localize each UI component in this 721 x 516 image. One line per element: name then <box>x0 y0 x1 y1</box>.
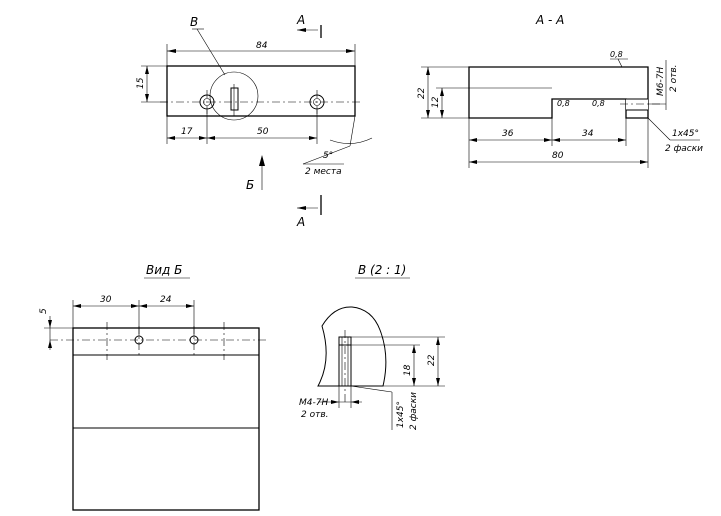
chamfer-note: 2 фаски <box>665 144 703 154</box>
detail-b-circle <box>209 71 259 121</box>
detail-chamfer-label: 1х45° <box>396 401 406 428</box>
dim-30-label: 30 <box>100 295 112 305</box>
section-mark-a-bottom: A <box>296 215 305 229</box>
dim-depth-outer-label: 22 <box>427 354 437 366</box>
roughness-step: 0,8 <box>557 99 570 108</box>
view-b-outline <box>72 327 260 511</box>
dim-depth-inner-label: 18 <box>403 364 413 376</box>
dim-17-label: 17 <box>181 127 193 137</box>
section-mark-a-top: A <box>296 13 305 27</box>
thread-note: 2 отв. <box>669 64 679 92</box>
dim-80-label: 80 <box>552 151 564 161</box>
section-outline <box>468 66 649 119</box>
dim-angle-note: 2 места <box>305 167 342 177</box>
detail-thread-label: М4-7Н <box>299 398 328 408</box>
dim-24-label: 24 <box>160 295 172 305</box>
view-arrow-label: Б <box>246 178 254 192</box>
detail-view-title: В (2 : 1) <box>358 263 406 277</box>
dim-84-label: 84 <box>256 41 268 51</box>
dim-34-label: 34 <box>582 129 594 139</box>
chamfer-label: 1х45° <box>672 129 699 139</box>
detail-outline <box>317 306 387 387</box>
view-b-title: Вид Б <box>146 263 182 277</box>
dim-5-label: 5 <box>39 308 49 314</box>
dim-15-label: 15 <box>136 77 146 89</box>
dim-12-label: 12 <box>431 96 441 108</box>
section-view: А - А 0,8 0,8 0,8 М6-7Н 2 отв. 22 12 <box>417 13 703 168</box>
detail-thread-note: 2 отв. <box>301 410 329 420</box>
thread-label: М6-7Н <box>656 67 666 96</box>
detail-mark-b: B <box>190 15 198 29</box>
section-view-title: А - А <box>535 13 564 27</box>
front-view: B 84 15 17 50 5° 2 места <box>136 13 373 229</box>
detail-chamfer-note: 2 фаски <box>409 392 419 430</box>
dim-50-label: 50 <box>257 127 269 137</box>
dim-angle-label: 5° <box>323 151 333 161</box>
front-view-outline <box>166 65 356 117</box>
detail-view: В (2 : 1) 22 18 М4-7Н 2 отв. 1х45° 2 фас… <box>299 263 445 430</box>
dim-36-label: 36 <box>502 129 514 139</box>
dim-22-label: 22 <box>417 87 427 99</box>
roughness-top: 0,8 <box>610 50 623 59</box>
roughness-inner: 0,8 <box>592 99 605 108</box>
view-b: Вид Б 30 24 5 <box>39 263 268 511</box>
